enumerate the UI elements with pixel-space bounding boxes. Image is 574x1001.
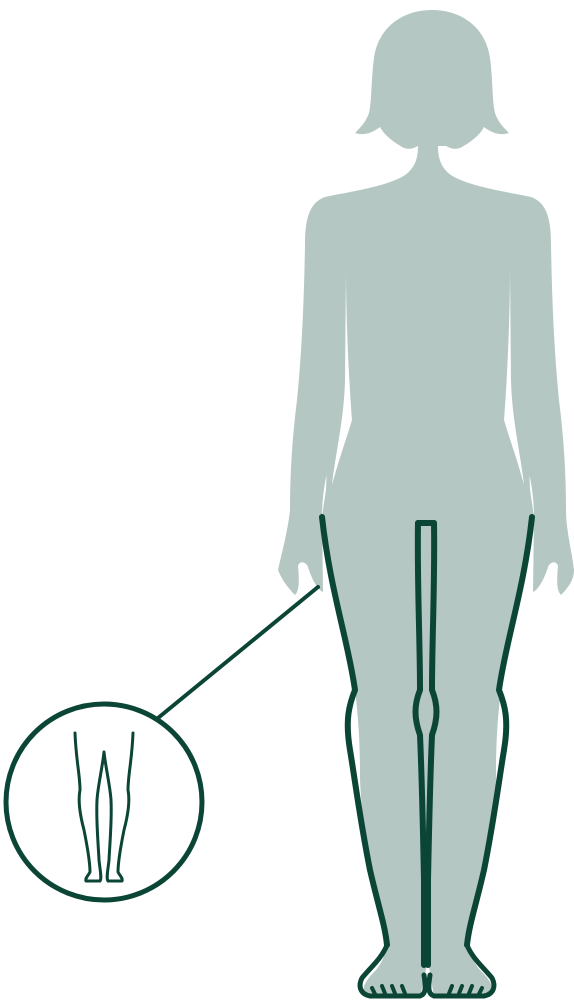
callout-pointer-line [158, 587, 318, 718]
callout-circle [6, 704, 202, 900]
hip-block [322, 250, 534, 517]
magnified-legs-callout [6, 587, 318, 900]
head-shape [355, 10, 509, 149]
